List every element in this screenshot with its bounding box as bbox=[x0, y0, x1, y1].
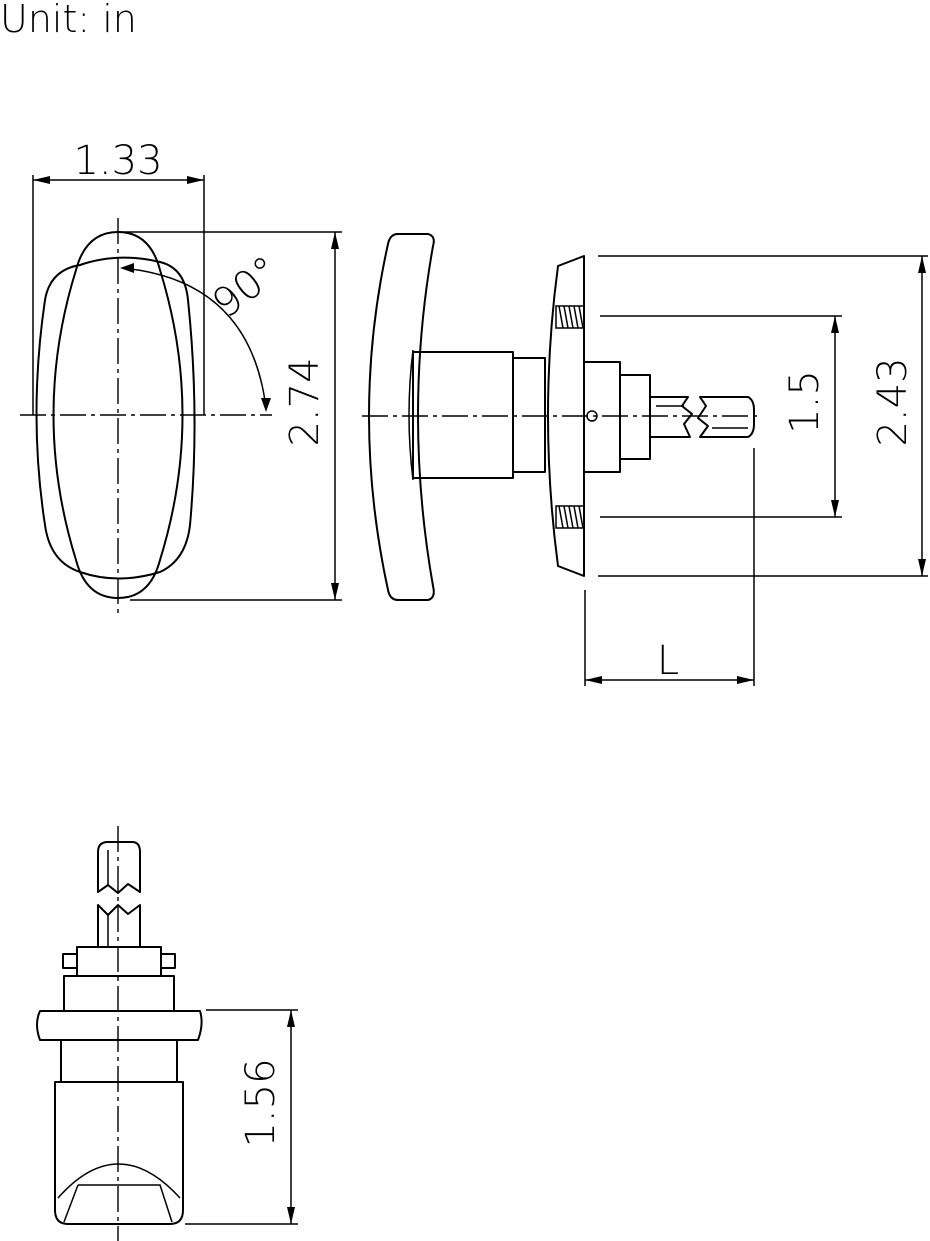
height-arrow-top bbox=[331, 232, 339, 249]
bottom-height-arrow-top bbox=[287, 1010, 295, 1027]
rotation-arrowhead-end bbox=[261, 398, 271, 412]
plate-height-label: 2.43 bbox=[870, 357, 916, 446]
bottom-handle-facet bbox=[63, 1184, 173, 1223]
shaft-left-segment bbox=[649, 396, 693, 438]
shaft-length-label: L bbox=[657, 638, 679, 684]
rotation-arrowhead-start bbox=[120, 263, 134, 273]
rotation-arc bbox=[121, 267, 267, 409]
bottom-shaft-top bbox=[97, 841, 141, 894]
bottom-height-label: 1.56 bbox=[238, 1058, 284, 1147]
hole-spacing-arrow-bottom bbox=[831, 500, 839, 517]
bottom-handle bbox=[54, 1081, 184, 1225]
bottom-neck bbox=[60, 1039, 178, 1083]
bottom-housing-top bbox=[76, 946, 162, 977]
unit-label: Unit: in bbox=[0, 0, 137, 41]
lower-screw bbox=[555, 505, 585, 529]
side-neck-cylinder bbox=[512, 357, 546, 473]
bottom-shaft-lower bbox=[97, 904, 141, 948]
front-height-label: 2.74 bbox=[282, 357, 328, 446]
bottom-handle-arc bbox=[57, 1163, 181, 1199]
plate-height-arrow-top bbox=[918, 256, 926, 273]
rotation-angle-label: 90° bbox=[204, 247, 288, 327]
side-handle-outline bbox=[368, 233, 435, 601]
bottom-tab-left bbox=[62, 953, 78, 969]
side-mount-plate bbox=[547, 255, 585, 577]
side-body-cylinder bbox=[412, 351, 514, 479]
height-arrow-bottom bbox=[331, 583, 339, 600]
bottom-tab-right bbox=[160, 953, 176, 969]
bottom-mount-plate bbox=[36, 1010, 203, 1041]
hole-spacing-label: 1.5 bbox=[782, 370, 828, 434]
length-arrow-right bbox=[737, 676, 754, 684]
front-view: 90° 1.33 2.74 bbox=[20, 138, 342, 615]
front-width-label: 1.33 bbox=[73, 138, 162, 184]
side-view: 1.5 2.43 L bbox=[362, 233, 928, 686]
width-arrow-left bbox=[33, 176, 50, 184]
side-handle-inner bbox=[408, 349, 414, 481]
hole-spacing-arrow-top bbox=[831, 316, 839, 333]
bottom-height-arrow-bottom bbox=[287, 1207, 295, 1224]
bottom-housing-mid bbox=[63, 975, 175, 1012]
bottom-view: 1.56 bbox=[36, 826, 298, 1241]
upper-screw bbox=[555, 305, 585, 329]
width-arrow-right bbox=[187, 176, 204, 184]
rear-housing bbox=[583, 361, 621, 473]
front-outer-outline bbox=[35, 256, 196, 580]
shaft-right-segment bbox=[697, 396, 755, 438]
length-arrow-left bbox=[585, 676, 602, 684]
plate-height-arrow-bottom bbox=[918, 559, 926, 576]
rear-collar bbox=[619, 374, 651, 460]
